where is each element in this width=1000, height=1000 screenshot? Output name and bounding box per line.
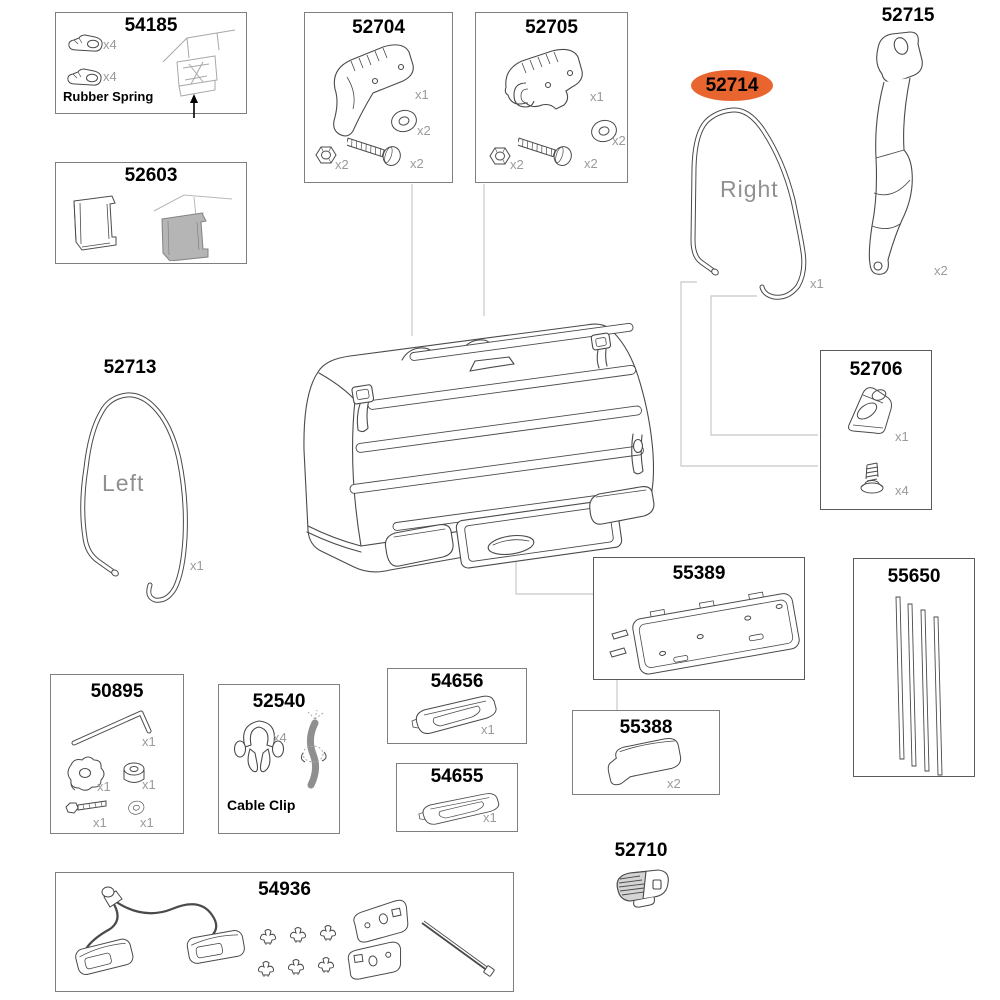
part-number-52706[interactable]: 52706 bbox=[849, 359, 903, 380]
qty-label: x1 bbox=[142, 734, 156, 749]
part-box-52706[interactable]: 52706 x1 x4 bbox=[820, 350, 932, 510]
side-label-left: Left bbox=[102, 470, 145, 496]
part-number-52704[interactable]: 52704 bbox=[352, 17, 405, 38]
qty-label: x1 bbox=[140, 815, 154, 830]
side-label-right: Right bbox=[720, 176, 779, 202]
corner-housing-icon bbox=[504, 48, 583, 110]
qty-label: x1 bbox=[481, 722, 495, 737]
screw-icon bbox=[860, 462, 884, 494]
qty-label: x4 bbox=[103, 69, 117, 84]
strap-arm-illustration bbox=[868, 31, 923, 275]
part-number-52714-highlight[interactable]: 52714 bbox=[691, 70, 773, 101]
qty-label: x4 bbox=[273, 730, 287, 745]
part-number-54185[interactable]: 54185 bbox=[124, 15, 178, 36]
part-box-54185[interactable]: 54185 x4 x4 Rubber Spring bbox=[55, 12, 247, 118]
part-box-55650[interactable]: 55650 bbox=[853, 558, 975, 777]
qty-label: x1 bbox=[590, 89, 604, 104]
part-box-54936[interactable]: 54936 bbox=[55, 872, 514, 992]
part-box-52540[interactable]: 52540 x4 Cable Clip bbox=[218, 684, 340, 834]
cable-segment-icon bbox=[300, 709, 327, 789]
part-number-55650[interactable]: 55650 bbox=[887, 566, 941, 587]
qty-label: x2 bbox=[335, 157, 349, 172]
part-box-50895[interactable]: 50895 x1 x1 x1 x1 x1 bbox=[50, 674, 184, 834]
qty-label: x4 bbox=[895, 483, 909, 498]
qty-label: x1 bbox=[895, 429, 909, 444]
left-bracket-illustration bbox=[80, 392, 188, 603]
cable-clip-icon bbox=[233, 720, 285, 773]
part-number-52713[interactable]: 52713 bbox=[103, 357, 157, 378]
part-box-54655[interactable]: 54655 x1 bbox=[396, 763, 518, 832]
right-bracket-illustration bbox=[690, 107, 807, 300]
qty-label: x1 bbox=[810, 276, 824, 291]
part-number-52715[interactable]: 52715 bbox=[881, 5, 935, 26]
qty-label: x2 bbox=[612, 133, 626, 148]
part-number-52710[interactable]: 52710 bbox=[614, 840, 668, 861]
part-box-52603[interactable]: 52603 bbox=[55, 162, 247, 264]
wedge-bracket-icon bbox=[848, 387, 892, 434]
part-number-54655[interactable]: 54655 bbox=[430, 766, 484, 787]
qty-label: x2 bbox=[410, 156, 424, 171]
qty-label: x1 bbox=[97, 779, 111, 794]
qty-label: x2 bbox=[584, 156, 598, 171]
qty-label: x4 bbox=[103, 37, 117, 52]
rubber-pad-icon bbox=[607, 737, 682, 786]
mount-location-icon bbox=[162, 29, 236, 118]
qty-label: x2 bbox=[510, 157, 524, 172]
bolt-icon bbox=[518, 131, 575, 169]
qty-label: x1 bbox=[483, 810, 497, 825]
wiring-kit-icon bbox=[75, 886, 495, 980]
part-box-52704[interactable]: 52704 x1 x2 x2 x2 bbox=[304, 12, 453, 183]
qty-label: x2 bbox=[667, 776, 681, 791]
part-number-54936[interactable]: 54936 bbox=[258, 879, 311, 900]
qty-label: x1 bbox=[415, 87, 429, 102]
part-box-52705[interactable]: 52705 x1 x2 x2 x2 bbox=[475, 12, 628, 183]
qty-label: x1 bbox=[142, 777, 156, 792]
lock-knob-illustration bbox=[616, 869, 669, 908]
part-number-52540[interactable]: 52540 bbox=[252, 691, 306, 712]
part-number-50895[interactable]: 50895 bbox=[90, 681, 144, 702]
qty-label: x1 bbox=[190, 558, 204, 573]
corner-housing-icon bbox=[333, 44, 414, 137]
part-box-55388[interactable]: 55388 x2 bbox=[572, 710, 720, 795]
tools-hardware-icon bbox=[65, 710, 152, 817]
clip-parts-icon bbox=[73, 194, 233, 261]
qty-label: x1 bbox=[93, 815, 107, 830]
part-number-55389[interactable]: 55389 bbox=[672, 563, 726, 584]
nut-icon bbox=[489, 147, 511, 165]
caption-cable-clip: Cable Clip bbox=[227, 797, 296, 813]
part-box-55389[interactable]: 55389 bbox=[593, 557, 805, 680]
part-number-52714: 52714 bbox=[705, 74, 759, 96]
part-number-54656[interactable]: 54656 bbox=[430, 671, 484, 692]
qty-label: x2 bbox=[934, 263, 948, 278]
qty-label: x2 bbox=[417, 123, 431, 138]
part-number-55388[interactable]: 55388 bbox=[619, 717, 673, 738]
cargo-box-illustration bbox=[303, 322, 655, 573]
plate-holder-icon bbox=[609, 591, 800, 675]
part-number-52603[interactable]: 52603 bbox=[124, 165, 178, 186]
part-number-52705[interactable]: 52705 bbox=[525, 17, 578, 38]
trim-strips-icon bbox=[895, 596, 943, 776]
part-box-54656[interactable]: 54656 x1 bbox=[387, 668, 527, 744]
caption-rubber-spring: Rubber Spring bbox=[63, 89, 154, 104]
nut-icon bbox=[315, 146, 337, 164]
bolt-icon bbox=[347, 131, 404, 169]
